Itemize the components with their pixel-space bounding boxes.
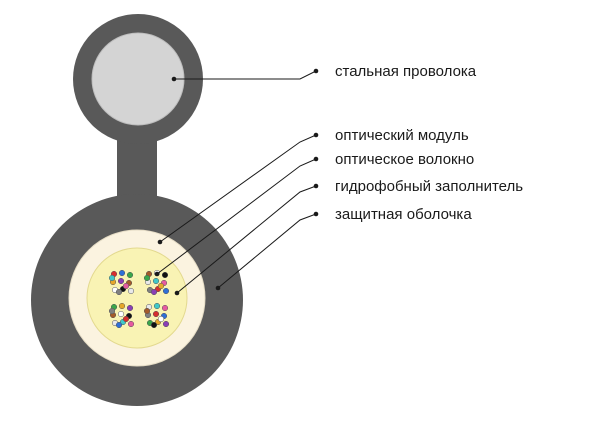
leader-end-dot-optical-fiber <box>313 156 319 162</box>
optical-fiber <box>115 288 123 296</box>
optical-fiber <box>152 277 160 285</box>
leader-dot-hydrophobic-filler <box>174 290 180 296</box>
label-protective-sheath: защитная оболочка <box>335 206 472 223</box>
optical-fiber <box>161 271 169 279</box>
leader-end-dot-steel-wire <box>313 68 319 74</box>
optical-fiber <box>143 307 151 315</box>
optical-fiber <box>108 307 116 315</box>
steel-wire <box>91 32 185 126</box>
optical-fiber <box>118 269 126 277</box>
leader-end-dot-optical-module <box>313 132 319 138</box>
optical-fiber <box>108 274 116 282</box>
optical-fiber <box>115 321 123 329</box>
optical-fiber <box>157 282 165 290</box>
optical-fiber <box>127 320 135 328</box>
optical-fiber <box>118 302 126 310</box>
leader-end-dot-protective-sheath <box>313 211 319 217</box>
optical-fiber <box>157 315 165 323</box>
label-steel-wire: стальная проволока <box>335 63 477 80</box>
leader-dot-steel-wire <box>171 76 177 82</box>
leader-dot-optical-module <box>157 239 163 245</box>
leader-dot-optical-fiber <box>154 271 160 277</box>
optical-fiber <box>117 277 125 285</box>
label-hydrophobic-filler: гидрофобный заполнитель <box>335 178 523 195</box>
leader-optical-fiber <box>156 158 317 275</box>
leader-protective-sheath <box>217 213 317 289</box>
optical-fiber <box>152 310 160 318</box>
leader-lines <box>154 68 319 296</box>
leader-optical-module <box>159 134 317 243</box>
optical-fiber <box>117 310 125 318</box>
optical-fiber <box>126 271 134 279</box>
optical-fiber <box>161 304 169 312</box>
leader-hydrophobic-filler <box>176 185 317 294</box>
label-optical-fiber: оптическое волокно <box>335 151 474 168</box>
label-optical-module: оптический модуль <box>335 127 469 144</box>
optical-fiber <box>153 302 161 310</box>
leader-dot-protective-sheath <box>215 285 221 291</box>
optical-fiber <box>122 282 130 290</box>
optical-fiber <box>150 321 158 329</box>
leader-steel-wire <box>174 70 317 80</box>
optical-fiber <box>122 315 130 323</box>
optical-fiber <box>126 304 134 312</box>
optical-fiber <box>150 288 158 296</box>
optical-fiber <box>162 320 170 328</box>
optical-fiber <box>143 274 151 282</box>
optical-fiber <box>162 287 170 295</box>
optical-fiber-bundles <box>108 269 170 329</box>
optical-fiber <box>127 287 135 295</box>
leader-end-dot-hydrophobic-filler <box>313 183 319 189</box>
